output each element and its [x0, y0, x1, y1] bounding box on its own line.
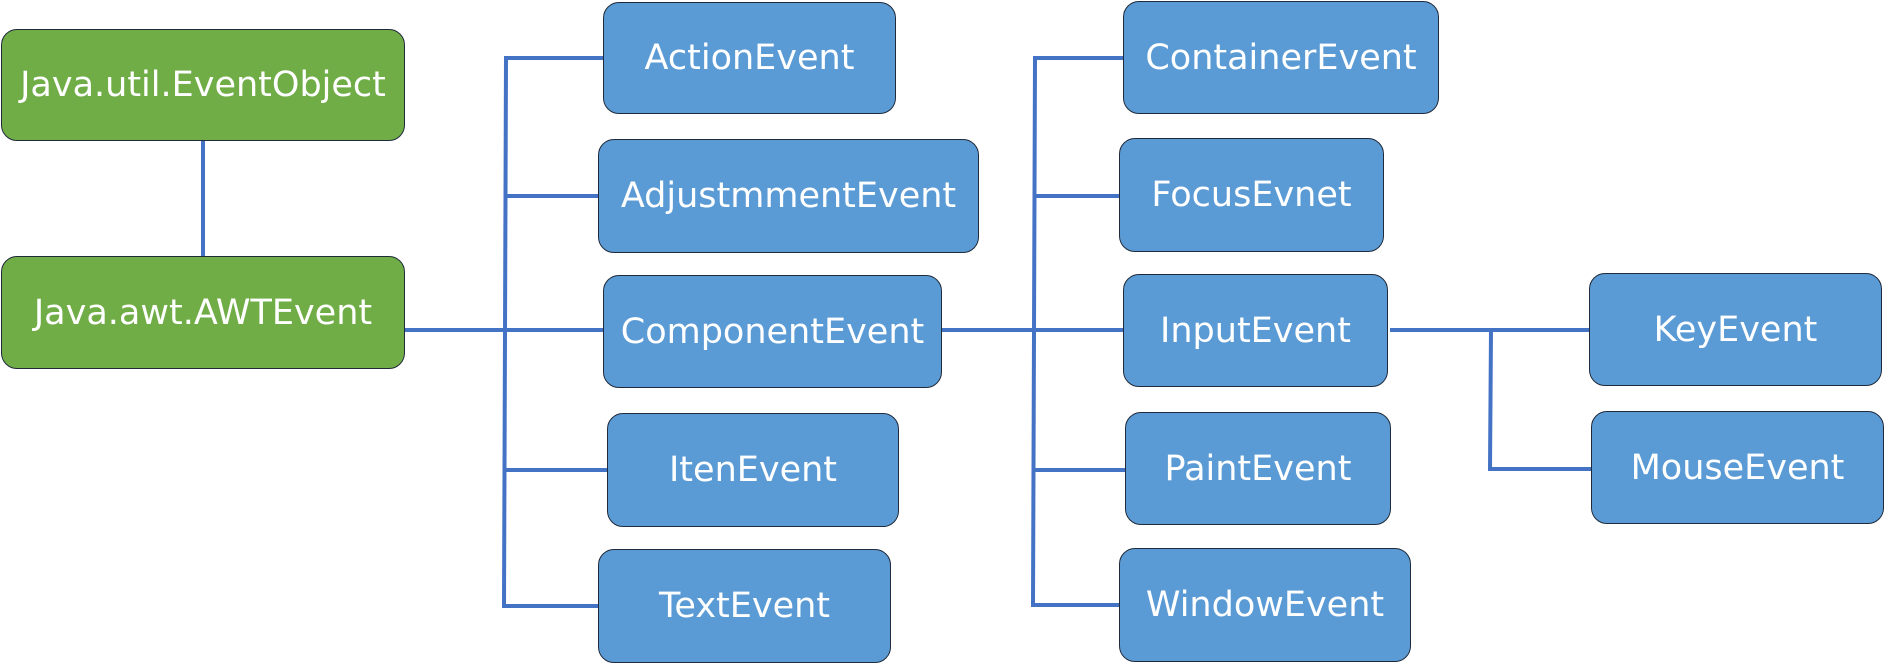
node-paint-event: PaintEvent	[1125, 412, 1391, 525]
node-component-event: ComponentEvent	[603, 275, 942, 388]
node-event-object: Java.util.EventObject	[1, 29, 405, 141]
node-text-event: TextEvent	[598, 549, 891, 663]
node-adjustment-event: AdjustmmentEvent	[598, 139, 979, 253]
node-input-event: InputEvent	[1123, 274, 1388, 387]
node-action-event: ActionEvent	[603, 2, 896, 114]
node-item-event: ItenEvent	[607, 413, 899, 527]
node-focus-event: FocusEvnet	[1119, 138, 1384, 252]
node-mouse-event: MouseEvent	[1591, 411, 1884, 524]
node-awt-event: Java.awt.AWTEvent	[1, 256, 405, 369]
bus-level3	[1487, 327, 1494, 472]
node-container-event: ContainerEvent	[1123, 1, 1439, 114]
node-key-event: KeyEvent	[1589, 273, 1882, 386]
node-window-event: WindowEvent	[1119, 548, 1411, 662]
